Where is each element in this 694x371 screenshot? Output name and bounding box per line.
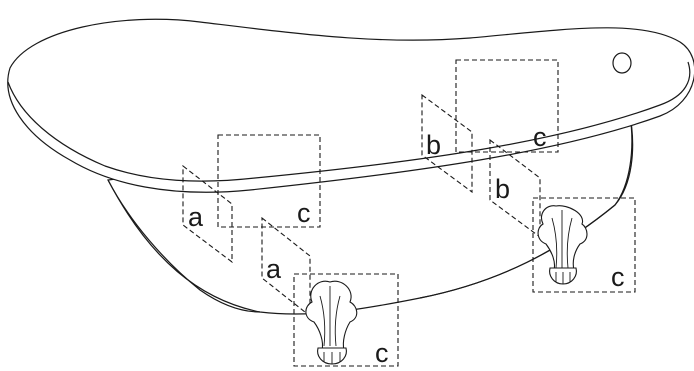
label-b-lower: b (495, 174, 510, 204)
label-c-back-panel: c (533, 122, 547, 152)
back-foot-box-c (532, 197, 636, 293)
tub-body-left-curve (107, 179, 261, 313)
claw-foot-icon (537, 205, 588, 285)
upper-panel-a (182, 164, 233, 264)
tub-body-right-curve (419, 114, 634, 299)
label-c-front-foot: c (375, 338, 389, 368)
back-panel-c (455, 59, 559, 153)
label-a-lower: a (266, 254, 282, 284)
overflow-drain-icon (612, 52, 632, 74)
claw-foot-icon (305, 280, 358, 365)
front-panel-c (217, 134, 321, 228)
label-c-back-foot: c (611, 262, 625, 292)
label-c-front-panel: c (297, 198, 311, 228)
front-foot-box-c (293, 273, 399, 367)
tub-rim (7, 18, 694, 193)
label-a-upper: a (188, 202, 204, 232)
tub-rim-inner-edge (7, 61, 691, 182)
label-b-upper: b (426, 130, 441, 160)
upper-panel-b (421, 93, 473, 194)
